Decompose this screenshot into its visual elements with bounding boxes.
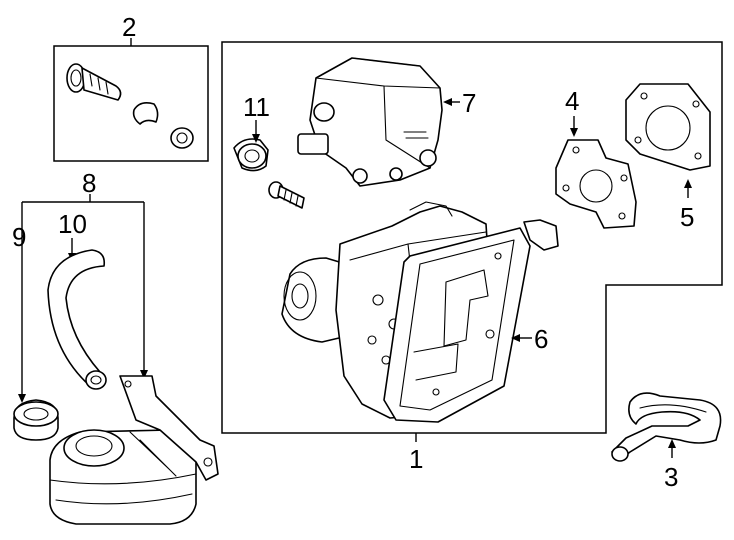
abs-modulator-icon[interactable] (281, 201, 559, 423)
callout-10: 10 (58, 209, 87, 239)
gasket-small-icon[interactable] (555, 139, 637, 229)
callout-5: 5 (680, 202, 694, 232)
reservoir-hose-icon[interactable] (47, 249, 107, 390)
callout-1-frame (221, 41, 723, 434)
pressure-sensor-icon[interactable] (297, 57, 443, 187)
bushing-icon[interactable] (233, 138, 269, 172)
callout-9: 9 (12, 222, 26, 252)
reservoir-icon[interactable] (49, 375, 219, 525)
callout-2: 2 (122, 12, 136, 42)
bolt-icon[interactable] (268, 181, 305, 209)
callout-7: 7 (462, 88, 476, 118)
arrowhead-icon (252, 134, 260, 143)
mounting-bolt-kit-icon[interactable] (66, 63, 194, 149)
arrowhead-icon (140, 370, 148, 379)
callout-3: 3 (664, 462, 678, 492)
callout-6: 6 (534, 324, 548, 354)
gasket-large-icon[interactable] (625, 83, 711, 171)
callout-8: 8 (82, 168, 96, 198)
arrowhead-icon (511, 334, 520, 342)
brake-hose-icon[interactable] (611, 392, 722, 462)
callout-1: 1 (409, 444, 423, 474)
arrowhead-icon (443, 98, 452, 106)
callout-11: 11 (243, 92, 270, 122)
arrowhead-icon (18, 394, 26, 403)
reservoir-cap-icon[interactable] (13, 399, 59, 441)
arrowhead-icon (570, 128, 578, 137)
callout-4: 4 (565, 86, 579, 116)
arrowhead-icon (684, 179, 692, 188)
arrowhead-icon (668, 439, 676, 448)
